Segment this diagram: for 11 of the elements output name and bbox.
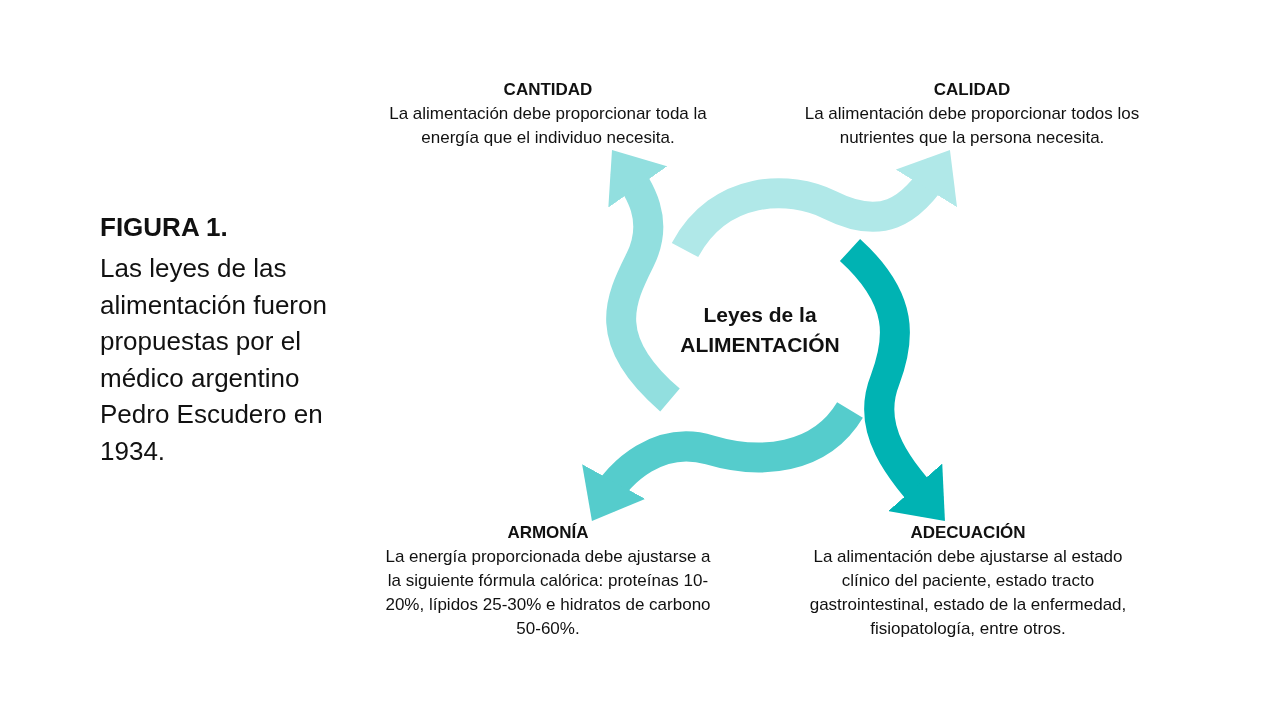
figure-caption: Las leyes de las alimentación fueron propuestas por el médico argentino Pedro Escudero en 1934. <box>100 252 328 468</box>
law-description: La alimentación debe ajustarse al estado clínico del paciente, estado tracto gastrointestinal, estado de la enfermedad, fisiopatología, entre otros. <box>808 546 1128 640</box>
law-description: La alimentación debe proporcionar toda la energía que el individuo necesita. <box>388 103 708 149</box>
law-heading: ARMONÍA <box>506 522 590 544</box>
center-title: Leyes de la ALIMENTACIÓN <box>679 302 841 358</box>
law-heading: CALIDAD <box>932 79 1012 101</box>
law-description: La alimentación debe proporcionar todos los nutrientes que la persona necesita. <box>803 103 1141 149</box>
law-heading: ADECUACIÓN <box>909 522 1027 544</box>
law-description: La energía proporcionada debe ajustarse a la siguiente fórmula calórica: proteínas 10-20%, lípidos 25-30% e hidratos de carbono 50-60%. <box>384 546 712 640</box>
law-heading: CANTIDAD <box>502 79 594 101</box>
figure-title: FIGURA 1. <box>100 212 228 243</box>
